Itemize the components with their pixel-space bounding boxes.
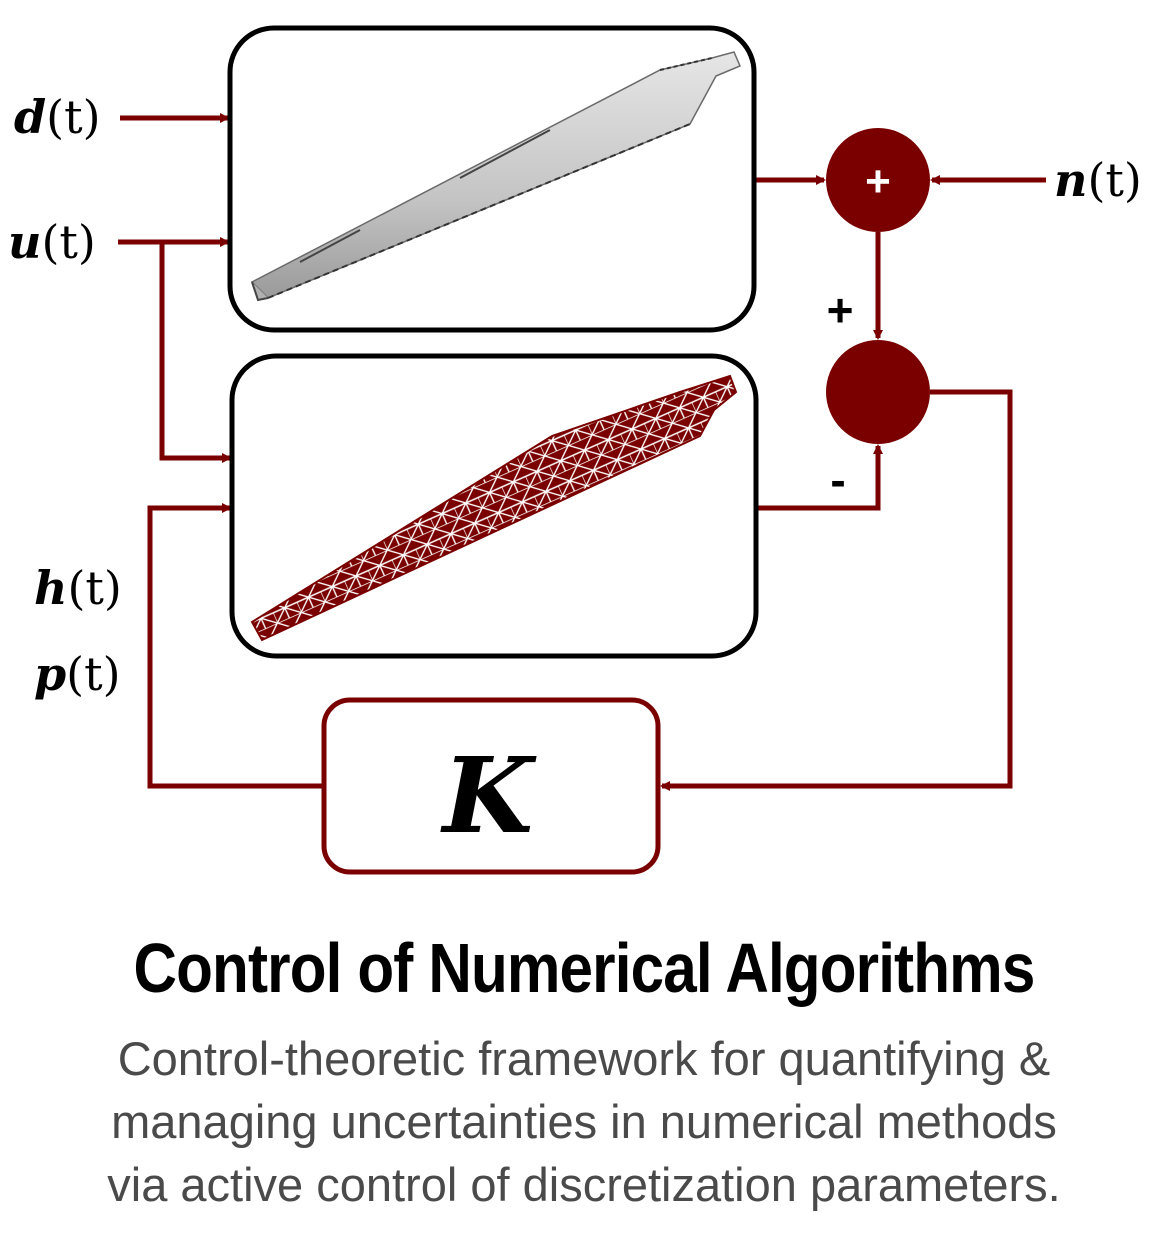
wire-comparator-to-controller (660, 389, 1013, 791)
comparator-plus-sign: + (827, 284, 854, 336)
caption-subtitle-line-2: managing uncertainties in numerical meth… (111, 1095, 1057, 1148)
controller-gain-label: K (440, 734, 537, 857)
noise-label: n(t) (1054, 153, 1142, 207)
comparator-minus-sign: - (830, 454, 845, 506)
wire-model-to-comparator (758, 444, 883, 511)
wire-controller-to-model (147, 503, 324, 789)
caption-subtitle: Control-theoretic framework for quantify… (0, 1027, 1168, 1216)
meshed-blade-icon (250, 374, 738, 642)
control-block-diagram: + + - K d(t) u(t) n(t) h(t) p(t) (8, 25, 1142, 875)
caption-title: Control of Numerical Algorithms (133, 929, 1036, 1007)
noise-summing-junction: + (826, 128, 930, 232)
smooth-blade-icon (250, 51, 741, 302)
discretization-h-label: h(t) (34, 561, 122, 615)
input-label: u(t) (8, 215, 96, 269)
caption-subtitle-line-1: Control-theoretic framework for quantify… (117, 1032, 1051, 1085)
summing-plus-symbol: + (865, 157, 891, 206)
caption-subtitle-line-3: via active control of discretization par… (107, 1158, 1061, 1211)
numerical-model-block (229, 353, 759, 659)
disturbance-label: d(t) (14, 90, 101, 144)
controller-block: K (321, 697, 661, 875)
wire-u-to-model (159, 242, 232, 463)
discretization-p-label: p(t) (34, 647, 121, 701)
signal-wires (118, 113, 1046, 791)
true-system-block (227, 25, 757, 333)
error-comparator-junction (826, 340, 930, 444)
